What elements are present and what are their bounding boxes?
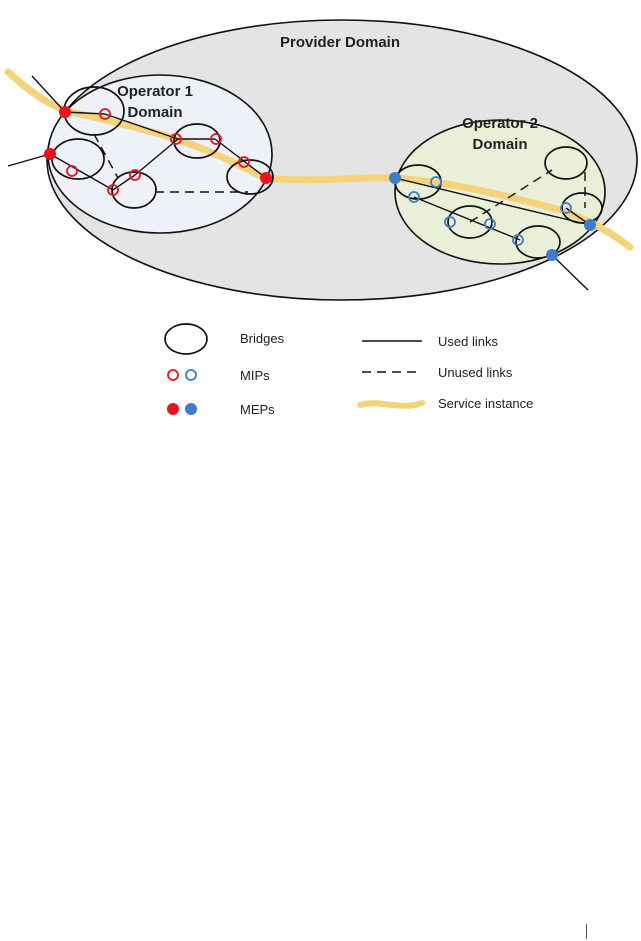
used-link — [104, 113, 179, 140]
operator2-mip — [512, 234, 524, 246]
operator1-mip — [107, 184, 119, 196]
unused-link — [469, 169, 553, 223]
legend-bridges-label: Bridges — [240, 331, 285, 346]
operator2-mep — [389, 172, 401, 184]
used-link — [551, 254, 589, 291]
operator1-mip — [66, 165, 78, 177]
operator2-domain-title-line2: Domain — [472, 136, 527, 153]
used-link — [31, 75, 66, 113]
used-link — [413, 196, 521, 241]
legend: Bridges MIPs MEPs Used links Unused link… — [164, 323, 533, 417]
operator2-mep — [546, 249, 558, 261]
legend-used-links-label: Used links — [438, 334, 498, 349]
legend-unused-links-label: Unused links — [438, 365, 513, 380]
operator1-mip — [99, 108, 111, 120]
operator2-mip — [444, 216, 456, 228]
bridge — [561, 192, 603, 224]
legend-mep-red-icon — [167, 403, 179, 415]
operator1-domain-title-line1: Operator 1 — [117, 83, 193, 100]
legend-meps-label: MEPs — [240, 402, 275, 417]
provider-domain-title: Provider Domain — [280, 34, 400, 51]
legend-bridge-icon — [164, 323, 208, 355]
used-link — [134, 138, 179, 176]
operator1-mip — [170, 133, 182, 145]
bridge — [447, 205, 493, 239]
legend-mep-blue-icon — [185, 403, 197, 415]
operator1-mip — [238, 156, 250, 168]
operator1-mep — [44, 148, 56, 160]
operator2-domain-title-line1: Operator 2 — [462, 115, 538, 132]
operator2-mip — [408, 191, 420, 203]
operator2-mep — [584, 219, 596, 231]
bridge — [544, 146, 588, 180]
operator1-mip — [129, 169, 141, 181]
bridge — [111, 171, 157, 209]
operator2-mip — [560, 202, 572, 214]
used-link — [49, 153, 114, 191]
operator1-mep — [260, 172, 272, 184]
operator2-mip — [430, 176, 442, 188]
page-margin-mark — [586, 924, 587, 939]
legend-service-instance-label: Service instance — [438, 396, 533, 411]
used-link — [7, 153, 51, 167]
operator2-mip — [484, 218, 496, 230]
used-link — [64, 111, 106, 115]
legend-mip-blue-icon — [185, 369, 197, 381]
operator1-mip — [210, 133, 222, 145]
legend-mip-red-icon — [167, 369, 179, 381]
operator1-mep — [59, 106, 71, 118]
operator1-domain-title-line2: Domain — [127, 104, 182, 121]
bridge — [226, 159, 274, 195]
unused-link — [93, 133, 119, 179]
legend-mips-label: MIPs — [240, 368, 270, 383]
legend-service-instance-icon — [357, 400, 425, 409]
used-link — [394, 177, 591, 226]
bridge — [515, 225, 561, 259]
